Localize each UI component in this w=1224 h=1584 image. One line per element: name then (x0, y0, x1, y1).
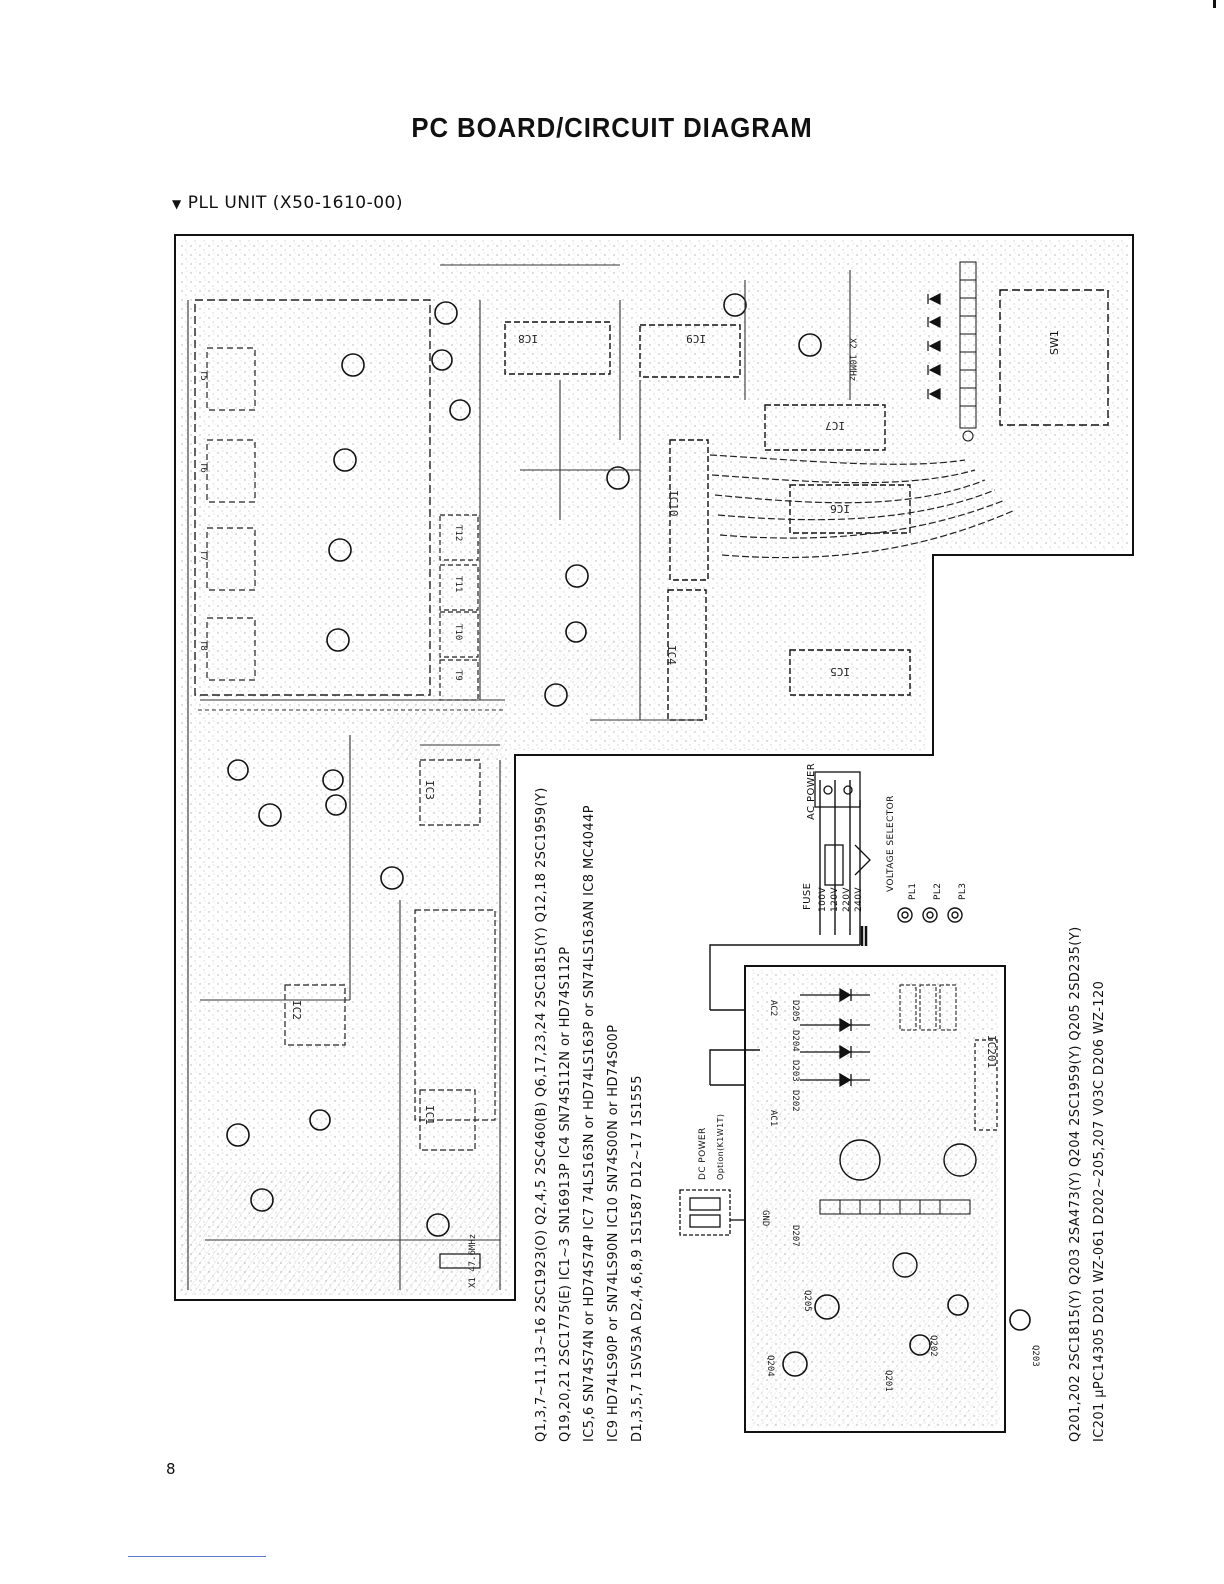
transformer-group (206, 347, 256, 681)
connector-strip (959, 261, 977, 442)
electrolytic-caps (839, 1139, 977, 1278)
voltage-240v: 240V (854, 887, 864, 912)
voltage-220v: 220V (842, 887, 852, 912)
unit-subtitle-text: PLL UNIT (X50-1610-00) (187, 193, 403, 213)
label-t10: T10 (453, 624, 463, 641)
power-board-speckle (750, 970, 1000, 1428)
label-ic4: IC4 (665, 645, 678, 665)
rf-section-frame (194, 299, 431, 696)
label-ic10: IC10 (667, 490, 680, 517)
pll-parts-line-2: Q19,20,21 2SC1775(E) IC1~3 SN16913P IC4 … (558, 946, 573, 1442)
triangle-marker-icon: ▼ (172, 197, 182, 211)
dc-power-label: DC POWER (698, 1127, 708, 1180)
label-x2: X2 10MHz (847, 338, 857, 382)
ac-wiring (709, 780, 861, 1086)
ic-center-block (667, 439, 911, 721)
label-t8: T8 (198, 640, 208, 651)
pilot-lamp-pl1: PL1 (908, 882, 918, 900)
label-ic6: IC6 (830, 502, 850, 515)
transformer-t7 (206, 527, 256, 591)
rectifier-diodes (800, 987, 870, 1088)
ribbon-cable (709, 454, 1016, 559)
dc-power-connector (679, 1189, 745, 1236)
label-ic5: IC5 (830, 665, 850, 678)
label-ac1: AC1 (768, 1110, 778, 1127)
label-q204: Q204 (765, 1355, 775, 1377)
bottom-rule (128, 1556, 266, 1557)
pll-parts-line-4: IC9 HD74LS90P or SN74LS90N IC10 SN74S00N… (606, 1024, 621, 1442)
label-d205: D205 (790, 1000, 800, 1022)
power-pin-row (819, 1199, 971, 1215)
ac-power-label: AC POWER (806, 762, 817, 820)
power-transistors (782, 1294, 1031, 1377)
transformer-t5 (206, 347, 256, 411)
transformer-column-2 (439, 514, 479, 701)
corner-tick-mark (1213, 0, 1216, 8)
fuse-label: FUSE (802, 882, 813, 910)
label-ic2: IC2 (290, 1000, 303, 1020)
label-gnd: GND (760, 1210, 770, 1227)
switch-sw1-box (999, 289, 1109, 426)
label-ic9: IC9 (686, 332, 706, 345)
page-number: 8 (166, 1460, 176, 1478)
board-texture (180, 240, 1128, 1295)
label-q205: Q205 (802, 1290, 812, 1312)
label-ic7: IC7 (825, 419, 845, 432)
ground-plane-center (500, 640, 640, 700)
ground-plane-lower (180, 1170, 500, 1295)
ic-top-row (504, 321, 886, 451)
pilot-lamp-connectors (899, 984, 957, 1031)
diode-stack (927, 293, 941, 400)
voltage-120v: 120V (830, 887, 840, 912)
label-ic201: IC201 (985, 1035, 998, 1069)
label-ac2: AC2 (768, 1000, 778, 1017)
label-t11: T11 (453, 576, 463, 593)
label-d204: D204 (790, 1030, 800, 1052)
label-q203: Q203 (1030, 1345, 1040, 1367)
label-d203: D203 (790, 1060, 800, 1082)
label-d207: D207 (790, 1225, 800, 1247)
label-d202: D202 (790, 1090, 800, 1112)
power-board-outline (744, 965, 1006, 1433)
unit-subtitle: ▼ PLL UNIT (X50-1610-00) (172, 193, 403, 213)
label-ic8: IC8 (518, 332, 538, 345)
label-x1: X1 47.6MHz (468, 1233, 478, 1288)
dc-power-option-label: Option(K1W1T) (716, 1113, 725, 1180)
page-title: PC BOARD/CIRCUIT DIAGRAM (411, 112, 813, 143)
power-parts-line-1: Q201,202 2SC1815(Y) Q203 2SA473(Y) Q204 … (1068, 926, 1083, 1442)
crystal-x1 (439, 1253, 481, 1269)
pilot-lamp-pl3: PL3 (958, 882, 968, 900)
label-t7: T7 (198, 550, 208, 561)
ground-plane-mid (390, 700, 505, 760)
pilot-lamp-pl2: PL2 (933, 882, 943, 900)
label-ic1: IC1 (423, 1105, 436, 1125)
transformer-t6 (206, 439, 256, 503)
label-t6: T6 (198, 462, 208, 473)
transformer-t8 (206, 617, 256, 681)
switch-sw1-label: SW1 (1048, 330, 1061, 355)
pll-parts-line-5: D1,3,5,7 1SV53A D2,4,6,8,9 1S1587 D12~17… (630, 1075, 645, 1442)
pll-parts-line-1: Q1,3,7~11,13~16 2SC1923(O) Q2,4,5 2SC460… (534, 787, 549, 1442)
label-t12: T12 (453, 525, 463, 542)
label-t9: T9 (453, 670, 463, 681)
pll-parts-line-3: IC5,6 SN74S74N or HD74S74P IC7 74LS163N … (582, 804, 597, 1442)
label-t5: T5 (198, 370, 208, 381)
label-q201: Q201 (883, 1370, 893, 1392)
voltage-selector-label: VOLTAGE SELECTOR (886, 795, 896, 892)
ac-plug-graphic (814, 771, 871, 886)
voltage-100v: 100V (818, 887, 828, 912)
label-ic3: IC3 (423, 780, 436, 800)
regulator-ic201 (974, 1039, 998, 1131)
power-parts-line-2: IC201 μPC14305 D201 WZ-061 D202~205,207 … (1092, 980, 1107, 1442)
pll-board-outline (174, 234, 1134, 1301)
power-transformer (860, 926, 868, 946)
label-q202: Q202 (928, 1335, 938, 1357)
pilot-lamp-circles (897, 907, 963, 923)
